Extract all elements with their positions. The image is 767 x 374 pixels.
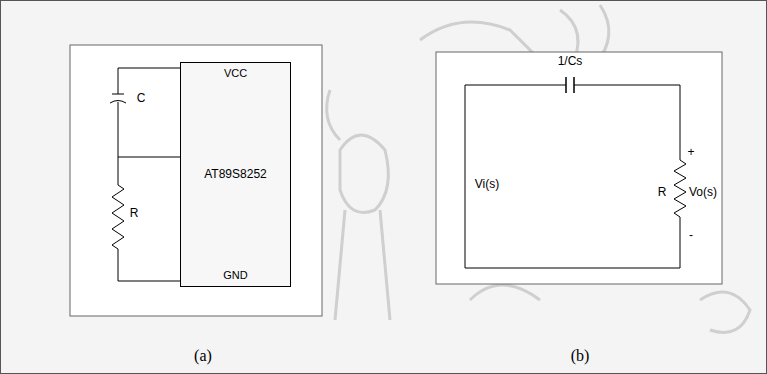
- panel-a: [70, 45, 322, 316]
- wire: [118, 68, 180, 94]
- panel-b: [436, 52, 722, 284]
- circuit-loop: [465, 85, 686, 268]
- component-label: R: [130, 207, 139, 220]
- caption: (b): [571, 347, 590, 365]
- pin-name: GND: [223, 269, 247, 282]
- component-label: R: [658, 186, 667, 199]
- capacitor-plate: [112, 94, 124, 95]
- caption: (a): [194, 347, 212, 365]
- chip-box: VCC AT89S8252GND: [180, 62, 291, 287]
- wire: [118, 102, 180, 157]
- signal-name: Vi(s): [475, 178, 499, 191]
- capacitor-symbol: [566, 77, 574, 93]
- component-label: C: [137, 92, 146, 105]
- watermark: [327, 5, 750, 333]
- polarity-mark: -: [689, 229, 693, 242]
- chip-name: AT89S8252: [204, 167, 267, 181]
- polarity-mark: +: [687, 146, 694, 159]
- signal-name: Vo(s): [689, 186, 717, 199]
- pin-name: VCC: [224, 67, 247, 80]
- capacitor-plate: [110, 101, 126, 104]
- resistor-symbol: [112, 157, 180, 281]
- component-label: 1/Cs: [558, 55, 583, 68]
